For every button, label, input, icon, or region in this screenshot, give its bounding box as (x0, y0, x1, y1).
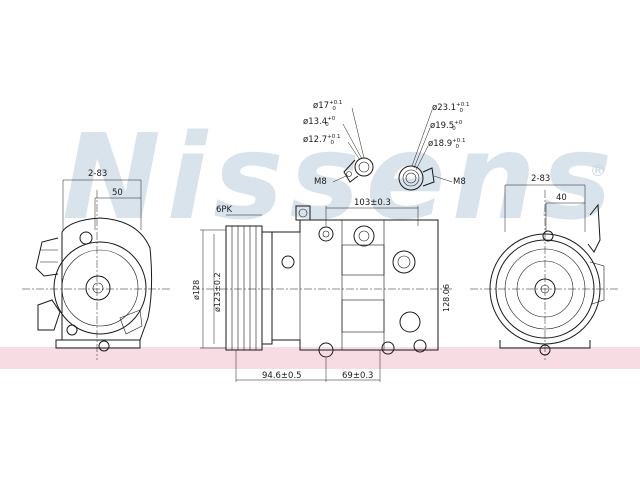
diameter-base: ø19.5 (430, 121, 454, 131)
bottom-right-label: 69±0.3 (342, 371, 373, 381)
watermark-registered: ® (590, 161, 606, 180)
tolerance-upper: +0.1 (456, 102, 469, 108)
diameter-base: ø13.4 (303, 117, 327, 127)
left-width-label: 2-83 (88, 169, 107, 179)
tolerance-upper: +0 (454, 120, 463, 126)
tolerance-lower: 0 (452, 126, 456, 132)
diameter-base: ø12.7 (303, 135, 327, 145)
tolerance-upper: +0.1 (452, 138, 465, 144)
watermark-text: Nissens (62, 108, 618, 246)
thread-left-label: M8 (314, 177, 327, 187)
left-view: 2-83 50 (22, 169, 172, 360)
diameter-pulley-label: ø123±0.2 (213, 272, 222, 312)
center-view: 6PK ø128 ø123±0.2 103±0.3 128.06 94.6±0.… (192, 198, 452, 382)
bottom-left-label: 94.6±0.5 (262, 371, 302, 381)
tolerance-lower: 0 (331, 140, 335, 146)
diameter-base: ø17 (313, 101, 329, 111)
right-width-label: 2-83 (531, 174, 550, 184)
belt-label: 6PK (216, 205, 233, 215)
tolerance-lower: 0 (456, 144, 460, 150)
thread-right-label: M8 (453, 177, 466, 187)
right-view: 2-83 40 (470, 174, 620, 360)
height-label: 128.06 (442, 284, 451, 312)
tolerance-upper: +0.1 (327, 134, 340, 140)
left-50-label: 50 (112, 188, 123, 198)
tolerance-upper: +0 (327, 116, 336, 122)
pink-band (0, 347, 640, 369)
tolerance-upper: +0.1 (329, 100, 342, 106)
tolerance-lower: 0 (332, 106, 336, 112)
tolerance-lower: 0 (460, 108, 464, 114)
diameter-base: ø18.9 (428, 139, 452, 149)
right-40-label: 40 (556, 193, 567, 203)
diameter-base: ø23.1 (432, 103, 456, 113)
diameter-outer-label: ø128 (192, 280, 201, 300)
tolerance-lower: 0 (325, 122, 329, 128)
top-span-label: 103±0.3 (354, 198, 391, 208)
